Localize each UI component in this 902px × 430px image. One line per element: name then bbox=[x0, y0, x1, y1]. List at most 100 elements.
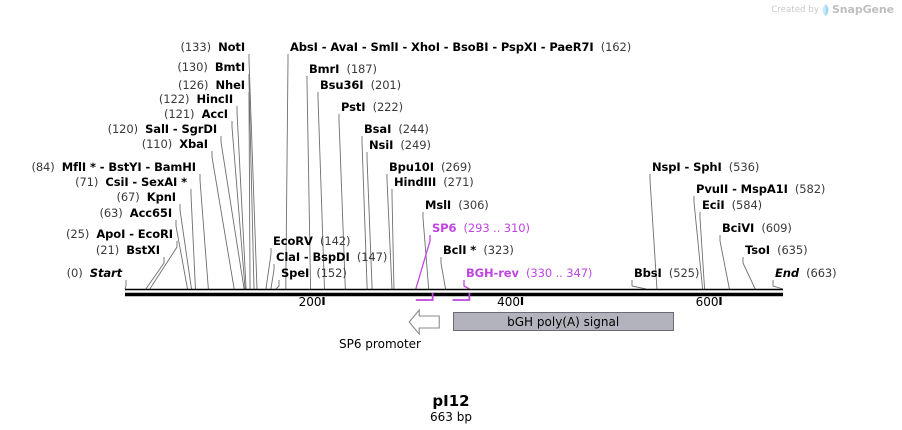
site-position: (663) bbox=[806, 266, 837, 280]
leader-line bbox=[190, 189, 196, 290]
site-name: MflI * bbox=[61, 160, 96, 174]
site-name: SmlI bbox=[370, 40, 399, 54]
site-label-bstXI[interactable]: (21) BstXI bbox=[96, 244, 160, 256]
site-name: CsiI bbox=[105, 175, 129, 189]
name-separator: - bbox=[95, 160, 109, 174]
site-label-bmrI[interactable]: BmrI (187) bbox=[309, 63, 377, 75]
site-label-pstI[interactable]: PstI (222) bbox=[341, 101, 403, 113]
primer-mark-sp6-primer[interactable] bbox=[415, 293, 434, 301]
site-label-csiI[interactable]: (71) CsiI - SexAI * bbox=[75, 176, 187, 188]
leader-line bbox=[742, 257, 756, 290]
primer-mark-bgh-rev-primer[interactable] bbox=[452, 293, 471, 301]
site-name: PvuII bbox=[696, 182, 729, 196]
site-name: BstYI bbox=[108, 160, 142, 174]
site-name: SP6 bbox=[432, 221, 457, 235]
site-name: XbaI bbox=[179, 137, 208, 151]
leader-line bbox=[422, 212, 430, 290]
site-label-claI[interactable]: ClaI - BspDI (147) bbox=[276, 251, 387, 263]
site-name: AccI bbox=[201, 107, 229, 121]
site-label-end[interactable]: End (663) bbox=[775, 267, 837, 279]
site-name: BsaI bbox=[364, 122, 392, 136]
site-label-mflI[interactable]: (84) MflI * - BstYI - BamHI bbox=[31, 161, 196, 173]
site-name: SpeI bbox=[281, 266, 310, 280]
leader-line bbox=[145, 257, 165, 290]
leader-line bbox=[338, 114, 346, 290]
site-position: (71) bbox=[75, 175, 99, 189]
site-label-nheI[interactable]: (126) NheI bbox=[178, 79, 245, 91]
leader-line bbox=[179, 204, 192, 290]
site-position: (187) bbox=[346, 62, 377, 76]
feature-arrow-sp6-promoter[interactable] bbox=[408, 308, 440, 336]
site-label-salI[interactable]: (120) SalI - SgrDI bbox=[108, 122, 218, 136]
site-label-sp6[interactable]: SP6 (293 .. 310) bbox=[432, 222, 530, 234]
name-separator: - bbox=[169, 122, 182, 136]
site-position: (249) bbox=[400, 138, 431, 152]
site-name: PspXI bbox=[500, 40, 537, 54]
site-name: Start bbox=[89, 266, 122, 280]
name-separator: - bbox=[398, 40, 412, 54]
site-label-kpnI[interactable]: (67) KpnI bbox=[116, 191, 176, 203]
site-name: BmtI bbox=[214, 60, 245, 74]
plasmid-length: 663 bp bbox=[430, 410, 472, 424]
site-position: (244) bbox=[398, 122, 429, 136]
site-label-bciVI[interactable]: BciVI (609) bbox=[722, 222, 792, 234]
feature-caption-sp6-promoter: SP6 promoter bbox=[339, 337, 421, 351]
site-position: (525) bbox=[668, 266, 700, 280]
name-separator: - bbox=[128, 175, 141, 189]
site-label-bclI[interactable]: BclI * (323) bbox=[443, 244, 514, 256]
leader-line bbox=[270, 264, 275, 290]
site-name: End bbox=[775, 266, 799, 280]
site-label-bsaI[interactable]: BsaI (244) bbox=[364, 123, 429, 135]
name-separator: - bbox=[125, 227, 138, 241]
site-position: (584) bbox=[731, 198, 763, 212]
site-position: (323) bbox=[483, 243, 514, 257]
leader-line bbox=[463, 280, 470, 290]
plasmid-title: pI12 bbox=[432, 392, 470, 410]
site-name: Acc65I bbox=[129, 206, 172, 220]
leader-line bbox=[236, 106, 247, 290]
leader-line bbox=[248, 92, 251, 290]
ruler-number-200: 200 bbox=[298, 295, 322, 309]
site-label-bpu10I[interactable]: Bpu10I (269) bbox=[389, 161, 472, 173]
site-label-pvuII[interactable]: PvuII - MspA1I (582) bbox=[696, 183, 825, 195]
leader-line bbox=[124, 280, 127, 290]
site-label-tsoI[interactable]: TsoI (635) bbox=[745, 244, 808, 256]
site-position: (121) bbox=[164, 107, 195, 121]
site-label-apoI[interactable]: (25) ApoI - EcoRI bbox=[66, 228, 173, 240]
site-label-xbaI[interactable]: (110) XbaI bbox=[142, 138, 208, 150]
site-label-bghrev[interactable]: BGH-rev (330 .. 347) bbox=[466, 267, 592, 279]
site-label-speI[interactable]: SpeI (152) bbox=[281, 267, 347, 279]
leader-line bbox=[415, 235, 431, 290]
site-label-nsiI[interactable]: NsiI (249) bbox=[369, 139, 431, 151]
site-position: (63) bbox=[99, 206, 123, 220]
site-label-bbsI[interactable]: BbsI (525) bbox=[634, 267, 699, 279]
site-label-bsu36I[interactable]: Bsu36I (201) bbox=[320, 79, 401, 91]
site-label-acc65I[interactable]: (63) Acc65I bbox=[99, 207, 172, 219]
site-label-start[interactable]: (0) Start bbox=[67, 267, 122, 279]
site-label-bmtI[interactable]: (130) BmtI bbox=[177, 61, 245, 73]
site-label-hindIII[interactable]: HindIII (271) bbox=[394, 176, 474, 188]
leader-line bbox=[285, 54, 289, 290]
site-name: PaeR7I bbox=[549, 40, 594, 54]
site-label-hincII[interactable]: (122) HincII bbox=[159, 93, 233, 105]
leader-line bbox=[149, 241, 178, 290]
site-name: EcoRI bbox=[137, 227, 173, 241]
site-label-notI[interactable]: (133) NotI bbox=[181, 41, 246, 53]
site-label-accI[interactable]: (121) AccI bbox=[164, 108, 228, 120]
leader-line bbox=[699, 212, 706, 290]
site-name: SexAI * bbox=[141, 175, 187, 189]
name-separator: - bbox=[536, 40, 550, 54]
site-name: SgrDI bbox=[181, 122, 217, 136]
site-label-nspI[interactable]: NspI - SphI (536) bbox=[652, 161, 759, 173]
site-label-mslI[interactable]: MslI (306) bbox=[425, 199, 489, 211]
site-name: BciVI bbox=[722, 221, 755, 235]
site-name: EcoRV bbox=[273, 234, 313, 248]
site-label-absI[interactable]: AbsI - AvaI - SmlI - XhoI - BsoBI - PspX… bbox=[290, 41, 631, 53]
site-label-ecoRV[interactable]: EcoRV (142) bbox=[273, 234, 351, 248]
feature-box-bgh-polya-signal[interactable]: bGH poly(A) signal bbox=[452, 312, 674, 331]
site-label-eclI[interactable]: EciI (584) bbox=[702, 199, 762, 211]
site-position: (142) bbox=[319, 234, 351, 248]
site-name: BGH-rev bbox=[466, 266, 519, 280]
name-separator: - bbox=[439, 40, 453, 54]
site-name: SphI bbox=[693, 160, 722, 174]
